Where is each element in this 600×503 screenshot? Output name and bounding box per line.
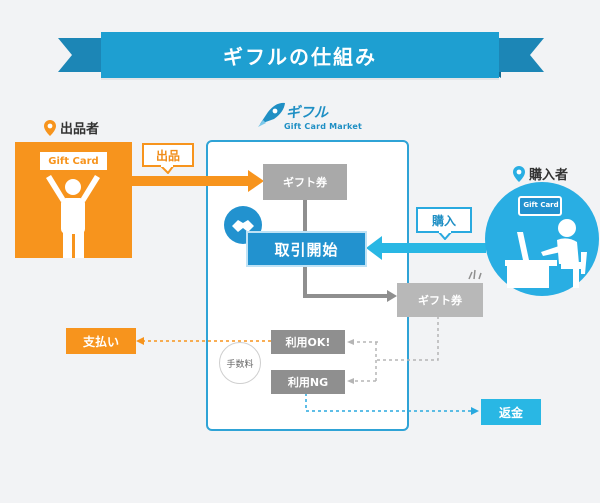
use-ok-box: 利用OK! [271,330,345,354]
giful-logo: ギフル Gift Card Market [256,100,366,134]
buyer-label-text: 購入者 [529,168,569,183]
logo-name: ギフル [286,105,328,121]
buyer-person-icon [505,196,587,288]
listing-callout: 出品 [142,143,194,167]
buyer-label: 購入者 [513,164,568,183]
buyer-illustration [485,182,599,296]
seller-person-icon [46,175,100,258]
seller-label-text: 出品者 [60,122,100,137]
purchase-callout: 購入 [416,207,472,233]
fee-badge: 手数料 [219,342,261,384]
rocket-icon [258,102,285,127]
gift-card-sign: Gift Card [40,152,107,170]
gift-ticket-top: ギフト券 [263,164,347,200]
gift-ticket-right: ギフト券 [397,283,483,317]
logo-subtitle: Gift Card Market [284,122,362,131]
use-ng-box: 利用NG [271,370,345,394]
deal-start-box: 取引開始 [248,233,365,265]
location-pin-icon [44,119,56,136]
listing-callout-tail-icon [160,165,174,174]
page-title: ギフルの仕組み [101,32,499,78]
refund-box: 返金 [481,399,541,425]
sparkle-icon [468,269,482,280]
handshake-icon [232,220,254,232]
location-pin-icon [513,165,525,182]
payment-box: 支払い [66,328,136,354]
seller-label: 出品者 [44,118,99,137]
buyer-card-label: Gift Card [523,201,559,209]
purchase-callout-tail-icon [438,231,452,240]
